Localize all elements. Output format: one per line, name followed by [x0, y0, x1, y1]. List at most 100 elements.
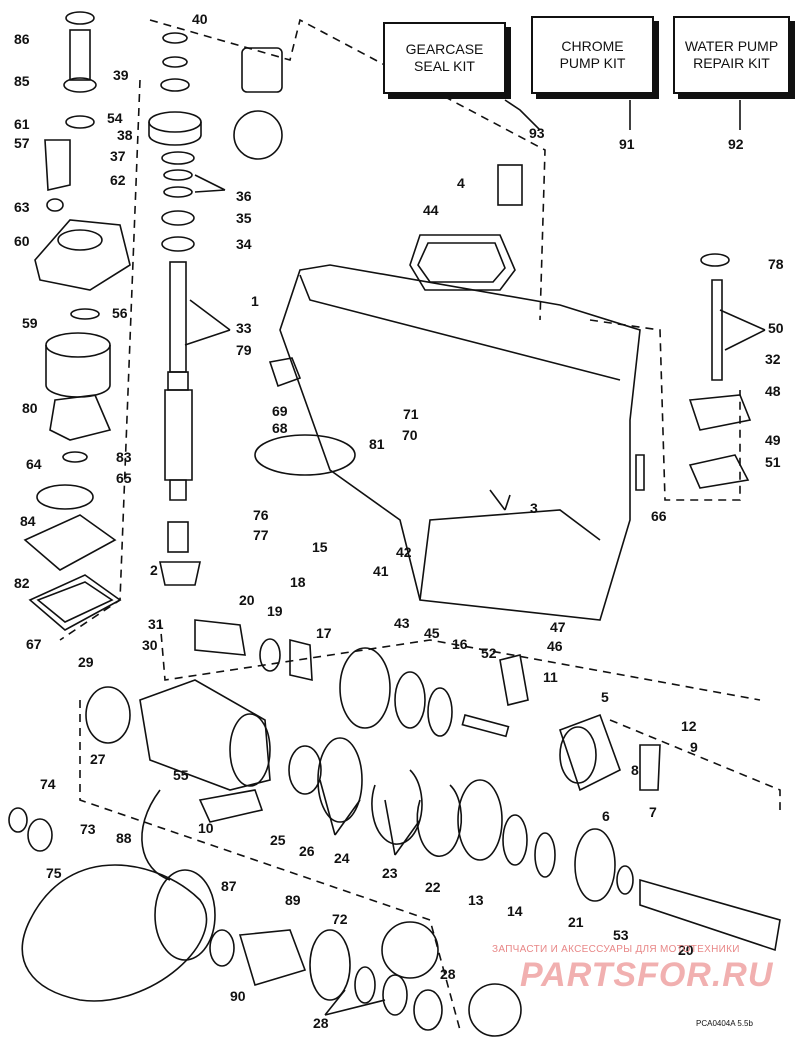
- callout-33: 33: [236, 320, 252, 336]
- callout-42: 42: [396, 544, 412, 560]
- callout-30: 30: [142, 637, 158, 653]
- callout-74: 74: [40, 776, 56, 792]
- callout-80: 80: [22, 400, 38, 416]
- callout-29: 29: [78, 654, 94, 670]
- callout-73: 73: [80, 821, 96, 837]
- callout-72: 72: [332, 911, 348, 927]
- kit-title-line-1: CHROME: [561, 38, 624, 54]
- callout-86: 86: [14, 31, 30, 47]
- callout-31: 31: [148, 616, 164, 632]
- callout-36: 36: [236, 188, 252, 204]
- callout-47: 47: [550, 619, 566, 635]
- callout-67: 67: [26, 636, 42, 652]
- callout-10: 10: [198, 820, 214, 836]
- kit-title-line-1: WATER PUMP: [684, 38, 779, 54]
- callout-52: 52: [481, 645, 497, 661]
- callout-46: 46: [547, 638, 563, 654]
- callout-14: 14: [507, 903, 523, 919]
- assembly-dash-line-mid: [159, 619, 761, 701]
- callout-22: 22: [425, 879, 441, 895]
- callout-11: 11: [543, 669, 558, 685]
- kit-title-line-2: REPAIR KIT: [693, 55, 770, 71]
- callout-13: 13: [468, 892, 484, 908]
- water-pump-repair-kit-box: WATER PUMP REPAIR KIT: [673, 16, 790, 94]
- kit-title-line-2: SEAL KIT: [414, 58, 475, 74]
- callout-63: 63: [14, 199, 30, 215]
- callout-61: 61: [14, 116, 30, 132]
- callout-12: 12: [681, 718, 697, 734]
- callout-2: 2: [150, 562, 158, 578]
- callout-21: 21: [568, 914, 584, 930]
- drawing-code: PCA0404A 5.5b: [696, 1019, 753, 1028]
- callout-78: 78: [768, 256, 784, 272]
- callout-77: 77: [253, 527, 269, 543]
- callout-34: 34: [236, 236, 252, 252]
- callout-54: 54: [107, 110, 123, 126]
- callout-84: 84: [20, 513, 36, 529]
- callout-79: 79: [236, 342, 252, 358]
- callout-89: 89: [285, 892, 301, 908]
- callout-38: 38: [117, 127, 133, 143]
- callout-90: 90: [230, 988, 246, 1004]
- callout-28-upper: 28: [440, 966, 456, 982]
- callout-75: 75: [46, 865, 62, 881]
- assembly-dash-line-top: [149, 18, 546, 321]
- callout-44: 44: [423, 202, 439, 218]
- callout-27: 27: [90, 751, 106, 767]
- callout-88: 88: [116, 830, 132, 846]
- callout-49: 49: [765, 432, 781, 448]
- callout-9: 9: [690, 739, 698, 755]
- callout-71: 71: [403, 406, 419, 422]
- kit-number-93: 93: [529, 125, 545, 141]
- callout-48: 48: [765, 383, 781, 399]
- callout-3: 3: [530, 500, 538, 516]
- callout-16: 16: [452, 636, 468, 652]
- callout-5: 5: [601, 689, 609, 705]
- callout-59: 59: [22, 315, 38, 331]
- assembly-dash-line-right: [589, 319, 741, 501]
- callout-20-upper: 20: [239, 592, 255, 608]
- callout-57: 57: [14, 135, 30, 151]
- callout-62: 62: [110, 172, 126, 188]
- callout-40: 40: [192, 11, 208, 27]
- assembly-dash-line-right-low: [609, 719, 781, 810]
- callout-8: 8: [631, 762, 639, 778]
- callout-53: 53: [613, 927, 629, 943]
- callout-25: 25: [270, 832, 286, 848]
- callout-51: 51: [765, 454, 781, 470]
- callout-81: 81: [369, 436, 385, 452]
- callout-39: 39: [113, 67, 129, 83]
- kit-number-92: 92: [728, 136, 744, 152]
- callout-6: 6: [602, 808, 610, 824]
- callout-56: 56: [112, 305, 128, 321]
- callout-45: 45: [424, 625, 440, 641]
- callout-69: 69: [272, 403, 288, 419]
- assembly-dash-line-low: [79, 700, 461, 1031]
- callout-76: 76: [253, 507, 269, 523]
- callout-24: 24: [334, 850, 350, 866]
- callout-60: 60: [14, 233, 30, 249]
- callout-32: 32: [765, 351, 781, 367]
- assembly-dash-line-left: [59, 79, 141, 641]
- callout-82: 82: [14, 575, 30, 591]
- callout-66: 66: [651, 508, 667, 524]
- gearcase-seal-kit-box: GEARCASE SEAL KIT: [383, 22, 506, 94]
- callout-50: 50: [768, 320, 784, 336]
- callout-4: 4: [457, 175, 465, 191]
- callout-26: 26: [299, 843, 315, 859]
- callout-35: 35: [236, 210, 252, 226]
- chrome-pump-kit-box: CHROME PUMP KIT: [531, 16, 654, 94]
- callout-83: 83: [116, 449, 132, 465]
- watermark-caption: ЗАПЧАСТИ И АКСЕССУАРЫ ДЛЯ МОТОТЕХНИКИ: [492, 944, 740, 955]
- watermark-logo: PARTSFOR.RU: [520, 956, 774, 994]
- callout-17: 17: [316, 625, 332, 641]
- callout-43: 43: [394, 615, 410, 631]
- callout-37: 37: [110, 148, 126, 164]
- callout-7: 7: [649, 804, 657, 820]
- kit-number-91: 91: [619, 136, 635, 152]
- callout-85: 85: [14, 73, 30, 89]
- kit-title-line-2: PUMP KIT: [559, 55, 626, 71]
- callout-1: 1: [251, 293, 259, 309]
